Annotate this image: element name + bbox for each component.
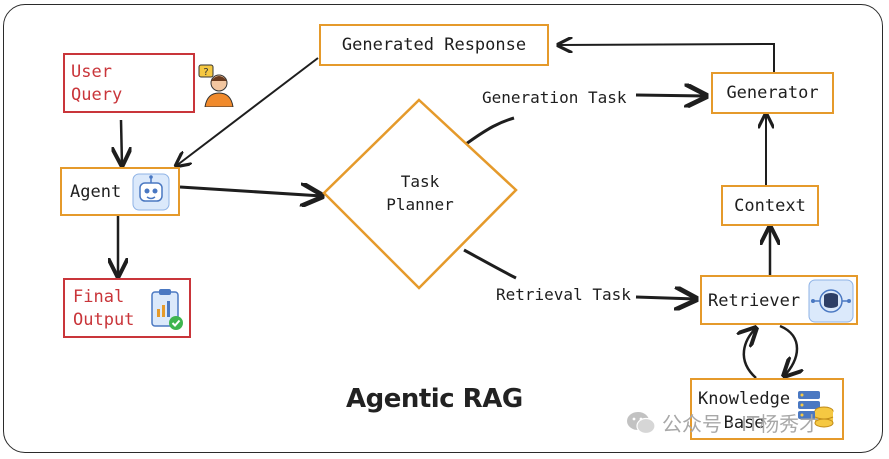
task-planner-diamond — [322, 98, 518, 290]
database-network-icon — [808, 279, 854, 323]
node-retriever: Retriever — [700, 275, 858, 325]
edge-generator-response — [558, 44, 775, 72]
edge-retriever-kb-loop — [744, 328, 756, 379]
edge-planner-generation — [465, 116, 515, 146]
edge-generation-generator — [635, 95, 706, 96]
wechat-icon — [627, 411, 656, 434]
node-agent: Agent — [60, 167, 180, 216]
node-final-output: Final Output — [63, 278, 191, 338]
watermark: 公众号 · IT杨秀才 — [626, 408, 819, 437]
generation-task-label: Generation Task — [482, 88, 627, 107]
task-planner-label: Task Planner — [386, 172, 454, 214]
server-database-icon — [798, 391, 834, 428]
knowledge-base-label: Knowledge Base — [698, 389, 791, 433]
diagram-title: Agentic RAG — [346, 384, 523, 414]
context-label: Context — [734, 195, 806, 216]
edge-response-agent — [176, 57, 319, 166]
node-knowledge-base: Knowledge Base — [690, 378, 844, 440]
retriever-label: Retriever — [708, 291, 801, 311]
edge-retrieval-retriever — [635, 297, 696, 299]
agent-label: Agent — [70, 182, 122, 202]
user-query-label: User Query — [71, 62, 123, 105]
generator-label: Generator — [726, 83, 819, 103]
person-question-icon: ? — [198, 64, 234, 107]
retrieval-task-label: Retrieval Task — [496, 285, 631, 304]
edge-query-agent — [121, 119, 122, 165]
edge-kb-retriever-loop — [780, 324, 797, 376]
robot-icon — [132, 173, 170, 211]
clipboard-check-icon — [151, 289, 183, 330]
final-output-label: Final Output — [73, 287, 135, 330]
generated-response-label: Generated Response — [341, 35, 527, 55]
node-context: Context — [721, 185, 819, 226]
node-generator: Generator — [711, 72, 834, 114]
edge-agent-planner — [179, 187, 322, 196]
node-user-query: User Query ? — [63, 53, 234, 113]
node-generated-response: Generated Response — [319, 24, 549, 66]
svg-text:?: ? — [203, 67, 208, 78]
watermark-text: 公众号 · IT杨秀才 — [662, 412, 820, 436]
diagram-frame — [3, 4, 883, 453]
edge-planner-retrieval — [463, 248, 517, 280]
